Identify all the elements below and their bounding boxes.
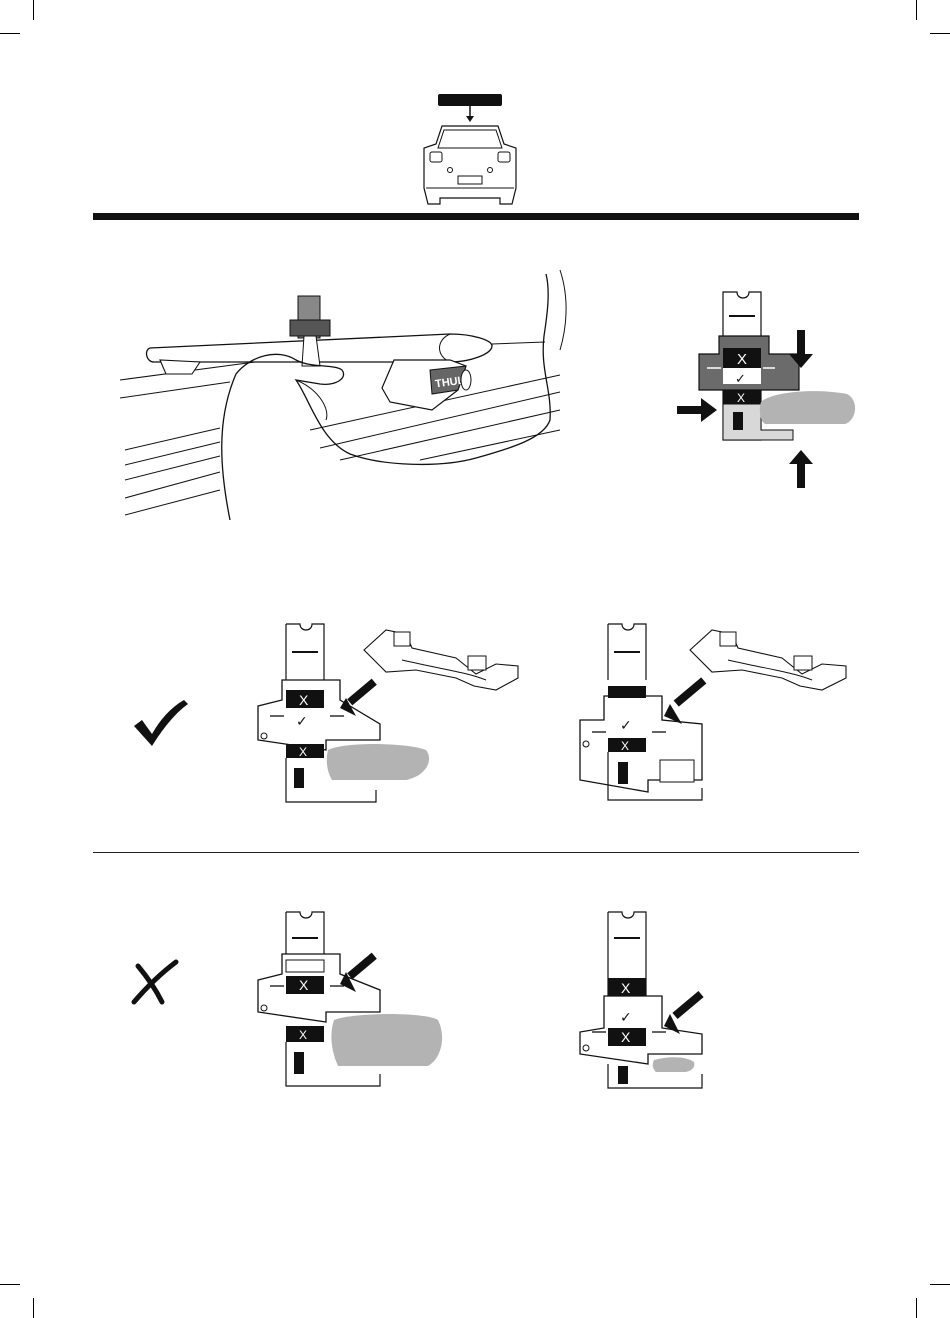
crop-mark (916, 1298, 917, 1318)
roof-bar-installation-illustration: THULE (120, 270, 570, 520)
gauge-check-mark: ✓ (620, 718, 632, 734)
gauge-incorrect-variant-a: X X (256, 908, 456, 1093)
crop-mark (33, 0, 34, 20)
car-rear-view-illustration (420, 92, 530, 210)
gauge-cross-mark: X (621, 1029, 631, 1045)
crop-mark (33, 1298, 34, 1318)
gauge-cross-mark: X (299, 977, 309, 993)
gauge-check-mark: ✓ (735, 372, 746, 387)
check-icon (130, 698, 190, 748)
gauge-cross-mark: X (737, 351, 747, 368)
crop-mark (0, 33, 20, 34)
gauge-check-mark: ✓ (296, 714, 308, 730)
cross-icon (130, 960, 180, 1006)
gauge-check-mark: ✓ (620, 1010, 632, 1026)
gauge-cross-mark: X (299, 692, 309, 708)
section-divider-thin (93, 852, 859, 853)
gauge-cross-mark: X (737, 391, 745, 405)
gauge-cross-mark: X (621, 739, 629, 753)
gauge-cross-mark: X (299, 745, 307, 759)
crop-mark (930, 1284, 950, 1285)
section-divider-thick (93, 213, 859, 220)
gauge-correct-variant-b: ✓ X (578, 620, 858, 810)
gauge-cross-mark: X (299, 1028, 307, 1042)
gauge-position-diagram: X ✓ X (675, 290, 865, 490)
crop-mark (0, 1284, 20, 1285)
gauge-correct-variant-a: X ✓ X (256, 620, 526, 810)
crop-mark (930, 33, 950, 34)
crop-mark (916, 0, 917, 20)
gauge-cross-mark: X (621, 980, 631, 996)
gauge-incorrect-variant-b: X ✓ X (578, 908, 738, 1093)
